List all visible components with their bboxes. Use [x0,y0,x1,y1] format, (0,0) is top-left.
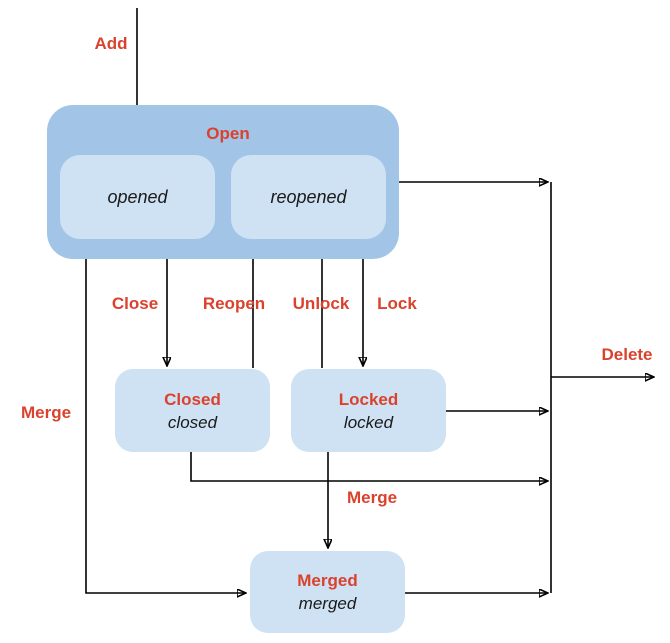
state-merged-value: merged [298,594,357,613]
transition-label-delete: Delete [601,345,653,364]
state-open-title: Open [206,124,250,143]
arrow-merge-left [85,259,245,593]
transition-label-merge-left: Merge [20,403,72,422]
transition-label-merge-bottom: Merge [346,488,398,507]
state-reopened: reopened [231,155,386,239]
state-closed-title: Closed [164,389,221,409]
state-merged: Merged merged [250,551,405,633]
state-opened-value: opened [107,186,168,207]
transition-label-close: Close [111,294,159,313]
state-locked: Locked locked [291,369,446,452]
transition-label-lock: Lock [377,294,417,313]
state-locked-value: locked [343,412,394,432]
state-closed: Closed closed [115,369,270,452]
transition-label-reopen: Reopen [202,294,266,313]
arrow-merge-closed [190,452,547,481]
state-opened: opened [60,155,215,239]
transition-label-unlock: Unlock [292,294,350,313]
state-closed-value: closed [167,412,218,432]
state-reopened-value: reopened [270,186,347,207]
state-merged-title: Merged [297,571,358,590]
state-locked-title: Locked [338,389,399,409]
transition-label-add: Add [94,34,128,53]
